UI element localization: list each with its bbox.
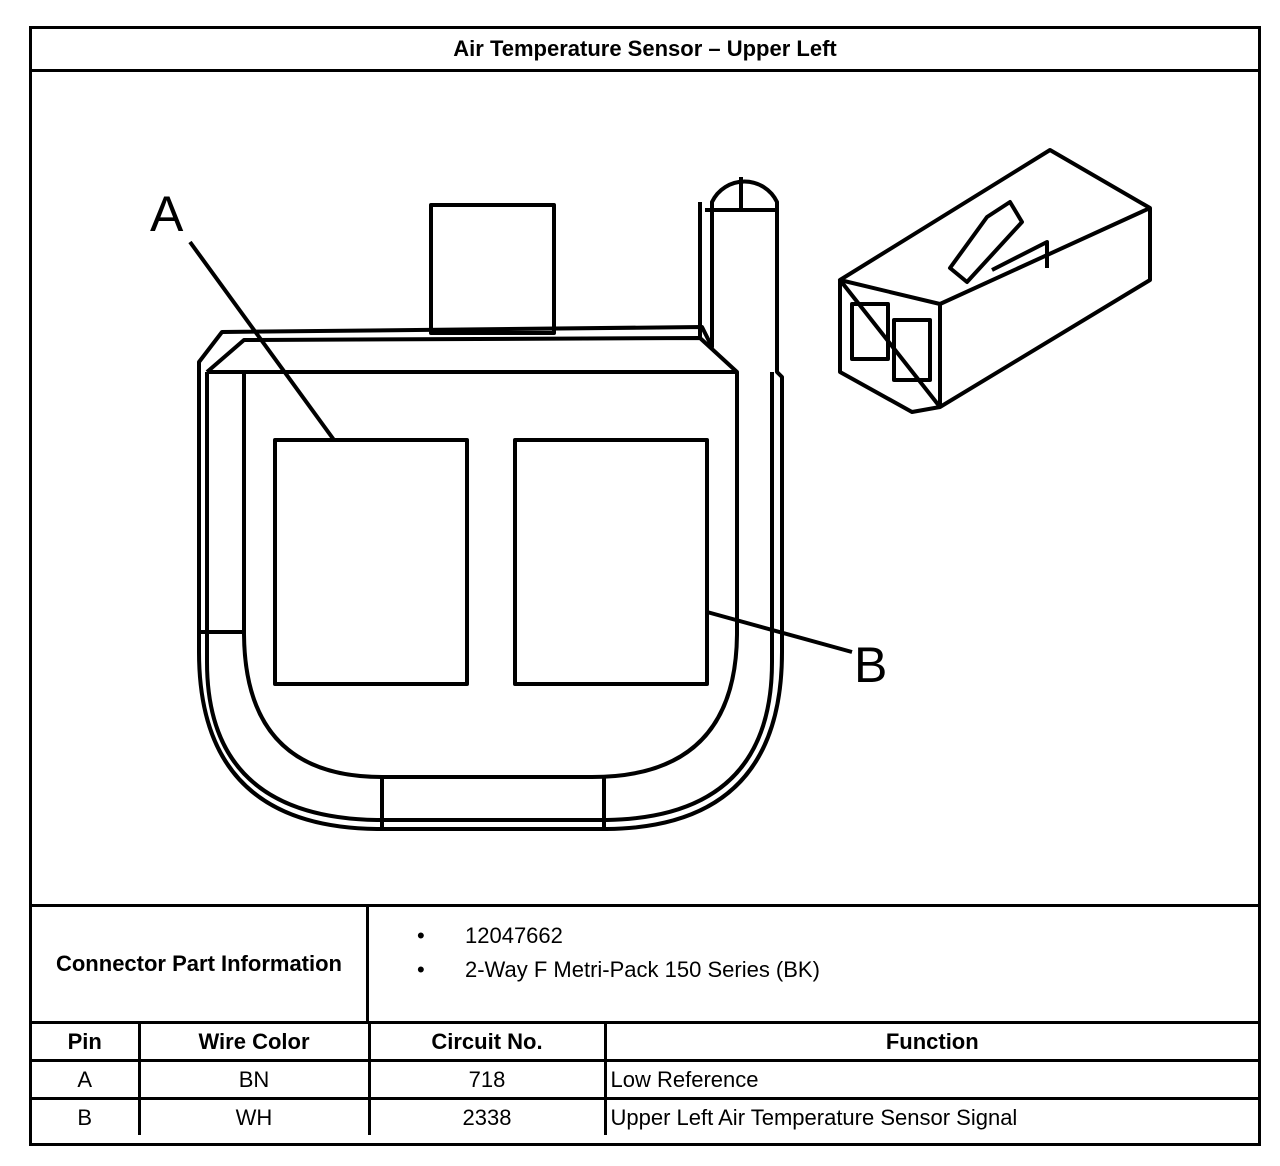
latch-tab <box>429 203 556 335</box>
cell-function: Upper Left Air Temperature Sensor Signal <box>603 1097 1258 1135</box>
connector-description: 2-Way F Metri-Pack 150 Series (BK) <box>465 957 820 982</box>
part-number: 12047662 <box>465 923 563 948</box>
cell-circuit-no: 718 <box>367 1059 607 1100</box>
table-row: B WH 2338 Upper Left Air Temperature Sen… <box>32 1097 1258 1135</box>
connector-iso-view <box>838 148 1152 414</box>
connector-info-label: Connector Part Information <box>32 907 369 1021</box>
cavity-b <box>513 438 709 686</box>
header-function: Function <box>603 1021 1258 1062</box>
table-row: A BN 718 Low Reference <box>32 1059 1258 1100</box>
bullet-icon: • <box>417 957 425 982</box>
connector-info-item: • 12047662 <box>417 919 820 953</box>
connector-body-inner <box>205 336 739 779</box>
header-wire-color: Wire Color <box>137 1021 371 1062</box>
connector-diagram-frame: Air Temperature Sensor – Upper Left <box>29 26 1261 1146</box>
cell-function: Low Reference <box>603 1059 1258 1100</box>
pin-label-b: B <box>854 637 888 693</box>
connector-illustration: A B <box>32 72 1258 904</box>
connector-info-list: • 12047662 • 2-Way F Metri-Pack 150 Seri… <box>417 919 820 987</box>
leader-line-a <box>188 240 336 442</box>
header-circuit-no: Circuit No. <box>367 1021 607 1062</box>
cell-wire-color: WH <box>137 1097 371 1135</box>
cell-pin: A <box>32 1059 141 1100</box>
connector-info-item: • 2-Way F Metri-Pack 150 Series (BK) <box>417 953 820 987</box>
pin-table: Pin Wire Color Circuit No. Function A BN… <box>32 1021 1258 1135</box>
connector-face-drawing <box>188 148 1152 831</box>
leader-line-b <box>706 610 853 654</box>
pin-table-header: Pin Wire Color Circuit No. Function <box>32 1021 1258 1062</box>
cell-pin: B <box>32 1097 141 1135</box>
pin-label-a: A <box>150 186 184 242</box>
diagram-title: Air Temperature Sensor – Upper Left <box>32 29 1258 72</box>
cell-circuit-no: 2338 <box>367 1097 607 1135</box>
connector-body-outer <box>197 179 784 831</box>
connector-info-row: Connector Part Information • 12047662 • … <box>32 904 1258 1021</box>
header-pin: Pin <box>32 1021 141 1062</box>
bullet-icon: • <box>417 923 425 948</box>
cell-wire-color: BN <box>137 1059 371 1100</box>
cavity-a <box>273 438 469 686</box>
